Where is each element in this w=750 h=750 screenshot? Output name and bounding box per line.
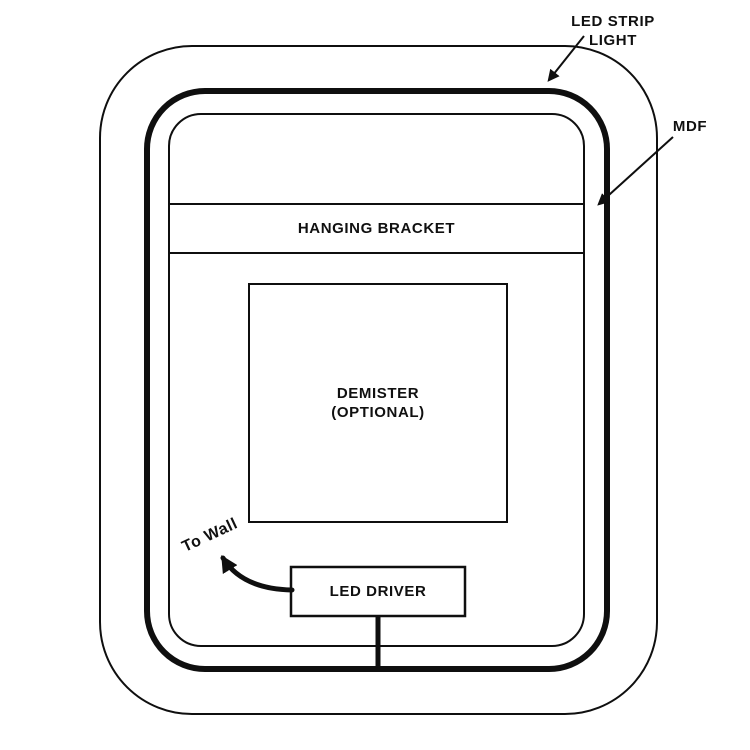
demister-label-line1: DEMISTER [336, 385, 420, 402]
demister-box [248, 283, 508, 523]
to-wall-cable-arrow [220, 555, 295, 593]
demister-label-line2: (OPTIONAL) [331, 404, 425, 421]
led-strip-light-label: LED STRIP LIGHT [563, 12, 663, 50]
led-driver-label: LED DRIVER [291, 567, 465, 616]
led-strip-light-label-line1: LED STRIP [571, 13, 655, 30]
led-driver-label-text: LED DRIVER [329, 583, 427, 600]
led-strip-light-label-line2: LIGHT [589, 32, 637, 49]
hanging-bracket-label-text: HANGING BRACKET [297, 220, 456, 237]
mirror-outer-frame [99, 45, 658, 715]
mdf-arrow [597, 136, 674, 206]
demister-label: DEMISTER (OPTIONAL) [249, 284, 507, 522]
mdf-label: MDF [672, 118, 708, 135]
led-strip-arrow [547, 35, 585, 82]
hanging-bracket-label: HANGING BRACKET [169, 204, 584, 253]
